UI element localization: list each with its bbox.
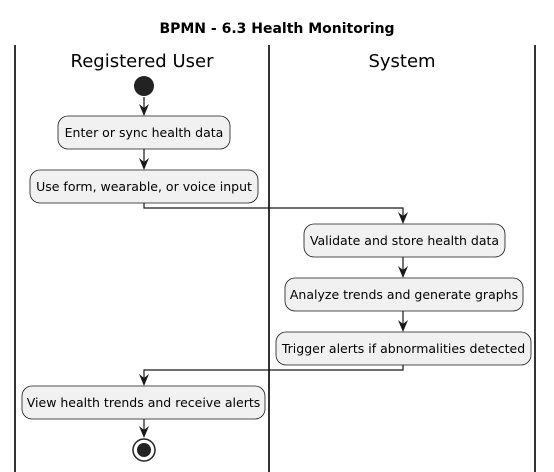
arrowhead-start-enter bbox=[139, 104, 149, 116]
activity-box bbox=[303, 223, 506, 258]
lane-title-registered-user: Registered User bbox=[71, 51, 215, 72]
edge-input-validate bbox=[143, 203, 404, 218]
activity-box bbox=[284, 277, 524, 312]
arrowhead-analyze-alerts bbox=[398, 320, 408, 332]
arrowhead-enter-input bbox=[139, 158, 149, 170]
activity-trigger-alerts: Trigger alerts if abnormalities detected bbox=[275, 331, 532, 366]
activity-box bbox=[21, 385, 266, 420]
activity-label: Validate and store health data bbox=[310, 233, 499, 248]
activity-analyze-trends: Analyze trends and generate graphs bbox=[284, 277, 524, 312]
lane-title-system: System bbox=[368, 51, 435, 72]
activity-label: Enter or sync health data bbox=[65, 125, 224, 140]
activity-box bbox=[275, 331, 532, 366]
edges bbox=[139, 97, 408, 438]
activity-label: Analyze trends and generate graphs bbox=[290, 287, 518, 302]
activity-view-trends: View health trends and receive alerts bbox=[21, 385, 266, 420]
arrowhead-validate-analyze bbox=[398, 266, 408, 278]
arrowhead-view-end bbox=[139, 426, 149, 438]
activity-input-methods: Use form, wearable, or voice input bbox=[29, 169, 259, 204]
activity-enter-sync: Enter or sync health data bbox=[57, 115, 231, 150]
activity-label: Trigger alerts if abnormalities detected bbox=[281, 341, 525, 356]
end-node-core bbox=[137, 443, 151, 457]
end-node bbox=[132, 438, 156, 462]
activity-box bbox=[29, 169, 259, 204]
activity-label: Use form, wearable, or voice input bbox=[36, 179, 252, 194]
edge-alerts-view bbox=[143, 365, 404, 380]
arrowhead-input-validate bbox=[398, 212, 408, 224]
start-node bbox=[134, 76, 154, 96]
activity-label: View health trends and receive alerts bbox=[27, 395, 261, 410]
arrowhead-alerts-view bbox=[139, 374, 149, 386]
activity-box bbox=[57, 115, 231, 150]
diagram-title: BPMN - 6.3 Health Monitoring bbox=[159, 21, 394, 37]
activity-validate-store: Validate and store health data bbox=[303, 223, 506, 258]
